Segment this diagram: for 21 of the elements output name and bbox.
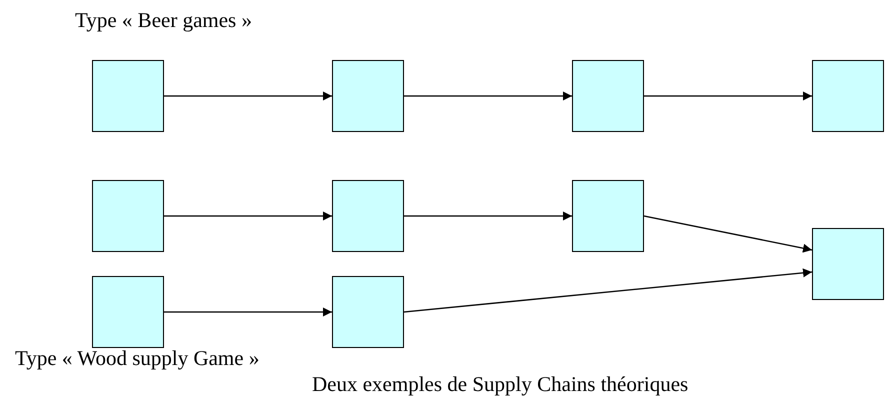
arrow <box>404 92 572 100</box>
square-box <box>812 60 884 132</box>
caption: Deux exemples de Supply Chains théoriques <box>312 372 688 397</box>
square-box <box>332 180 404 252</box>
square-box <box>572 180 644 252</box>
type-label: Type « Beer games » <box>75 8 252 33</box>
arrow <box>644 215 812 253</box>
arrow <box>404 268 812 313</box>
arrow <box>164 308 332 316</box>
square-box <box>92 276 164 348</box>
arrow <box>404 212 572 220</box>
square-box <box>572 60 644 132</box>
square-box <box>92 180 164 252</box>
arrow <box>644 92 812 100</box>
arrow <box>164 92 332 100</box>
type-label: Type « Wood supply Game » <box>15 346 260 371</box>
square-box <box>92 60 164 132</box>
square-box <box>812 228 884 300</box>
square-box <box>332 60 404 132</box>
square-box <box>332 276 404 348</box>
arrow <box>164 212 332 220</box>
